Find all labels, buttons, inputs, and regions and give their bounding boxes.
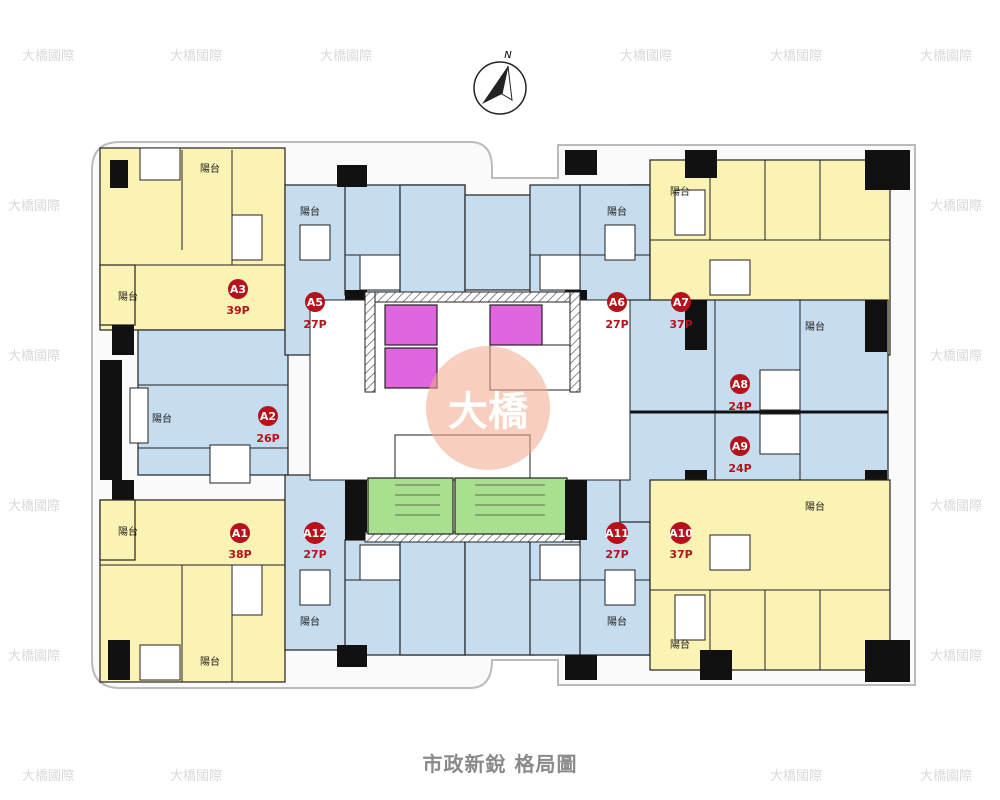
- svg-text:37P: 37P: [669, 318, 692, 331]
- corridor-bottom: [464, 539, 536, 656]
- elevator-2: [384, 347, 438, 389]
- balcony-label: 陽台: [670, 638, 690, 651]
- unit-label-A8: A8 24P: [728, 374, 752, 413]
- watermark: 大橋國際: [930, 349, 982, 364]
- watermark: 大橋國際: [170, 49, 222, 64]
- watermark: 大橋國際: [22, 769, 74, 784]
- svg-text:A2: A2: [260, 410, 276, 423]
- watermark: 大橋國際: [8, 199, 60, 214]
- balcony-labels: 陽台 陽台 陽台 陽台 陽台 陽台 陽台 陽台 陽台 陽台 陽台 陽台 陽台: [118, 162, 825, 668]
- balcony-label: 陽台: [607, 205, 627, 218]
- svg-text:39P: 39P: [226, 304, 249, 317]
- unit-A12-living: [399, 539, 466, 656]
- balcony-label: 陽台: [118, 290, 138, 303]
- stair-lines: [395, 484, 545, 516]
- unit-A8[interactable]: [619, 299, 889, 413]
- balcony-label: 陽台: [300, 615, 320, 628]
- svg-text:A6: A6: [609, 296, 626, 309]
- unit-label-A7: A7 37P: [669, 292, 693, 331]
- watermark: 大橋國際: [920, 769, 972, 784]
- unit-label-A10: A10 37P: [669, 522, 693, 561]
- unit-label-A12: A12 27P: [303, 522, 327, 561]
- center-logo-watermark: 大橋: [426, 346, 550, 470]
- elevator-1: [384, 304, 438, 346]
- watermark: 大橋國際: [8, 499, 60, 514]
- unit-A1[interactable]: [99, 499, 286, 683]
- unit-A2[interactable]: [129, 329, 289, 484]
- svg-text:38P: 38P: [228, 548, 251, 561]
- balcony-label: 陽台: [607, 615, 627, 628]
- stair-1: [367, 477, 454, 535]
- watermark: 大橋國際: [770, 49, 822, 64]
- balcony-label: 陽台: [200, 655, 220, 668]
- watermark: 大橋國際: [930, 649, 982, 664]
- svg-text:27P: 27P: [303, 318, 326, 331]
- watermark: 大橋國際: [920, 49, 972, 64]
- unit-label-A6: A6 27P: [605, 292, 629, 331]
- unit-A5-living: [399, 184, 466, 296]
- svg-text:27P: 27P: [605, 318, 628, 331]
- unit-label-A9: A9 24P: [728, 436, 752, 475]
- svg-text:A7: A7: [673, 296, 689, 309]
- svg-text:27P: 27P: [605, 548, 628, 561]
- page-title: 市政新銳 格局圖: [422, 752, 578, 776]
- svg-text:A12: A12: [303, 527, 327, 540]
- unit-label-A5: A5 27P: [303, 292, 327, 331]
- watermark: 大橋國際: [620, 49, 672, 64]
- unit-A10[interactable]: [649, 479, 891, 671]
- watermark: 大橋國際: [170, 769, 222, 784]
- balcony-label: 陽台: [152, 412, 172, 425]
- north-arrow-icon: N: [473, 50, 527, 115]
- balcony-label: 陽台: [118, 525, 138, 538]
- watermark: 大橋國際: [930, 199, 982, 214]
- balcony-label: 陽台: [300, 205, 320, 218]
- balcony-label: 陽台: [805, 500, 825, 513]
- svg-text:A8: A8: [732, 378, 748, 391]
- balcony-label: 陽台: [670, 185, 690, 198]
- unit-A11[interactable]: [529, 474, 651, 656]
- svg-text:26P: 26P: [256, 432, 279, 445]
- svg-text:A3: A3: [230, 283, 246, 296]
- watermark: 大橋國際: [22, 49, 74, 64]
- unit-label-A2: A2 26P: [256, 406, 280, 445]
- corridor-top: [464, 194, 536, 291]
- watermark: 大橋國際: [320, 49, 372, 64]
- svg-text:37P: 37P: [669, 548, 692, 561]
- stair-2: [454, 477, 568, 535]
- watermark-layer: 大橋國際 大橋國際 大橋國際 大橋國際 大橋國際 大橋國際 大橋國際 大橋國際 …: [8, 49, 982, 784]
- svg-text:A11: A11: [605, 527, 629, 540]
- elevator-3: [489, 304, 543, 346]
- north-label: N: [504, 50, 512, 61]
- unit-label-A3: A3 39P: [226, 279, 250, 317]
- unit-A3[interactable]: [99, 147, 286, 331]
- watermark: 大橋國際: [930, 499, 982, 514]
- svg-text:24P: 24P: [728, 462, 751, 475]
- balcony-label: 陽台: [805, 320, 825, 333]
- watermark: 大橋國際: [8, 349, 60, 364]
- svg-text:A1: A1: [232, 527, 248, 540]
- watermark: 大橋國際: [8, 649, 60, 664]
- balcony-label: 陽台: [200, 162, 220, 175]
- svg-text:A9: A9: [732, 440, 748, 453]
- svg-text:24P: 24P: [728, 400, 751, 413]
- watermark: 大橋國際: [770, 769, 822, 784]
- unit-label-A11: A11 27P: [605, 522, 629, 561]
- svg-text:27P: 27P: [303, 548, 326, 561]
- svg-text:A5: A5: [307, 296, 323, 309]
- unit-label-A1: A1 38P: [228, 523, 252, 561]
- svg-text:A10: A10: [669, 527, 693, 540]
- center-logo-text: 大橋: [448, 389, 528, 435]
